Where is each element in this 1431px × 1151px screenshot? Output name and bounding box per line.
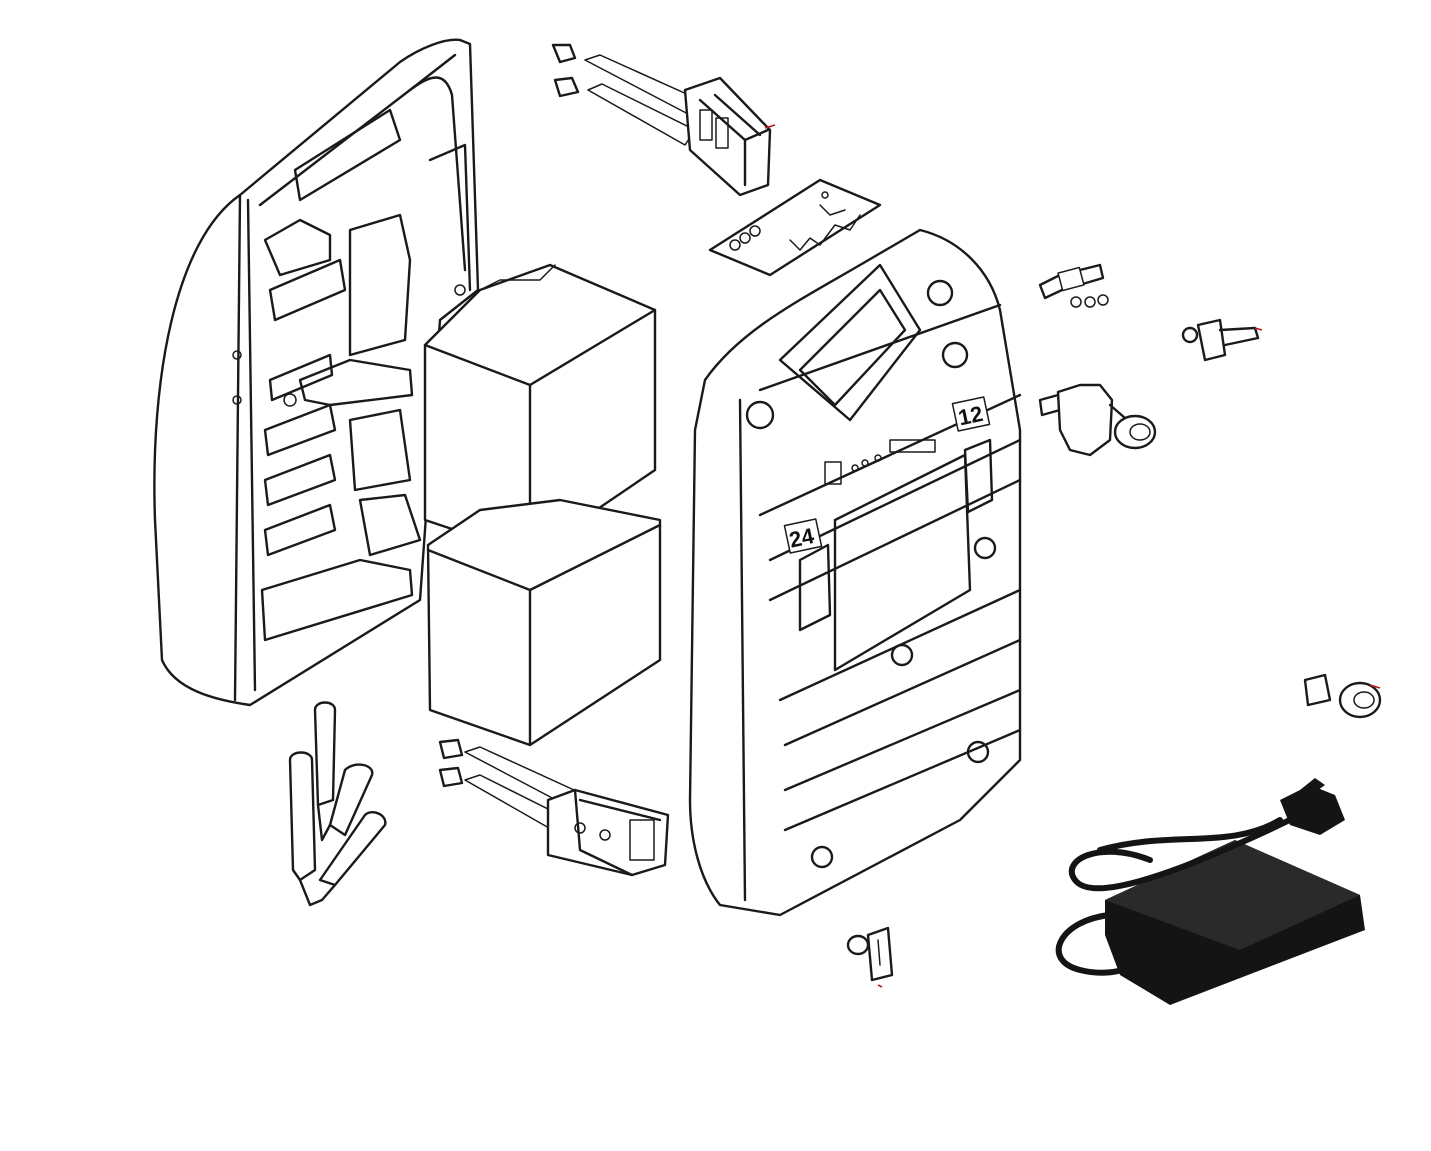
mains-charger xyxy=(1055,778,1365,1005)
circuit-board xyxy=(708,178,882,277)
cable-lead-bottom xyxy=(438,738,670,877)
led-indicator xyxy=(1303,673,1382,719)
fuse-washers xyxy=(1038,263,1109,308)
small-connector xyxy=(846,926,894,988)
socket-outlet xyxy=(1038,383,1157,457)
rear-housing xyxy=(153,38,480,707)
cable-lead-top xyxy=(551,43,776,197)
rocker-switch xyxy=(1181,318,1263,362)
front-housing: 12 24 xyxy=(688,228,1022,917)
battery-top xyxy=(423,263,657,557)
voltage-label-24: 24 xyxy=(787,523,817,553)
battery-bottom xyxy=(426,498,662,747)
voltage-label-12: 12 xyxy=(956,401,985,431)
jump-clamps xyxy=(288,701,387,907)
